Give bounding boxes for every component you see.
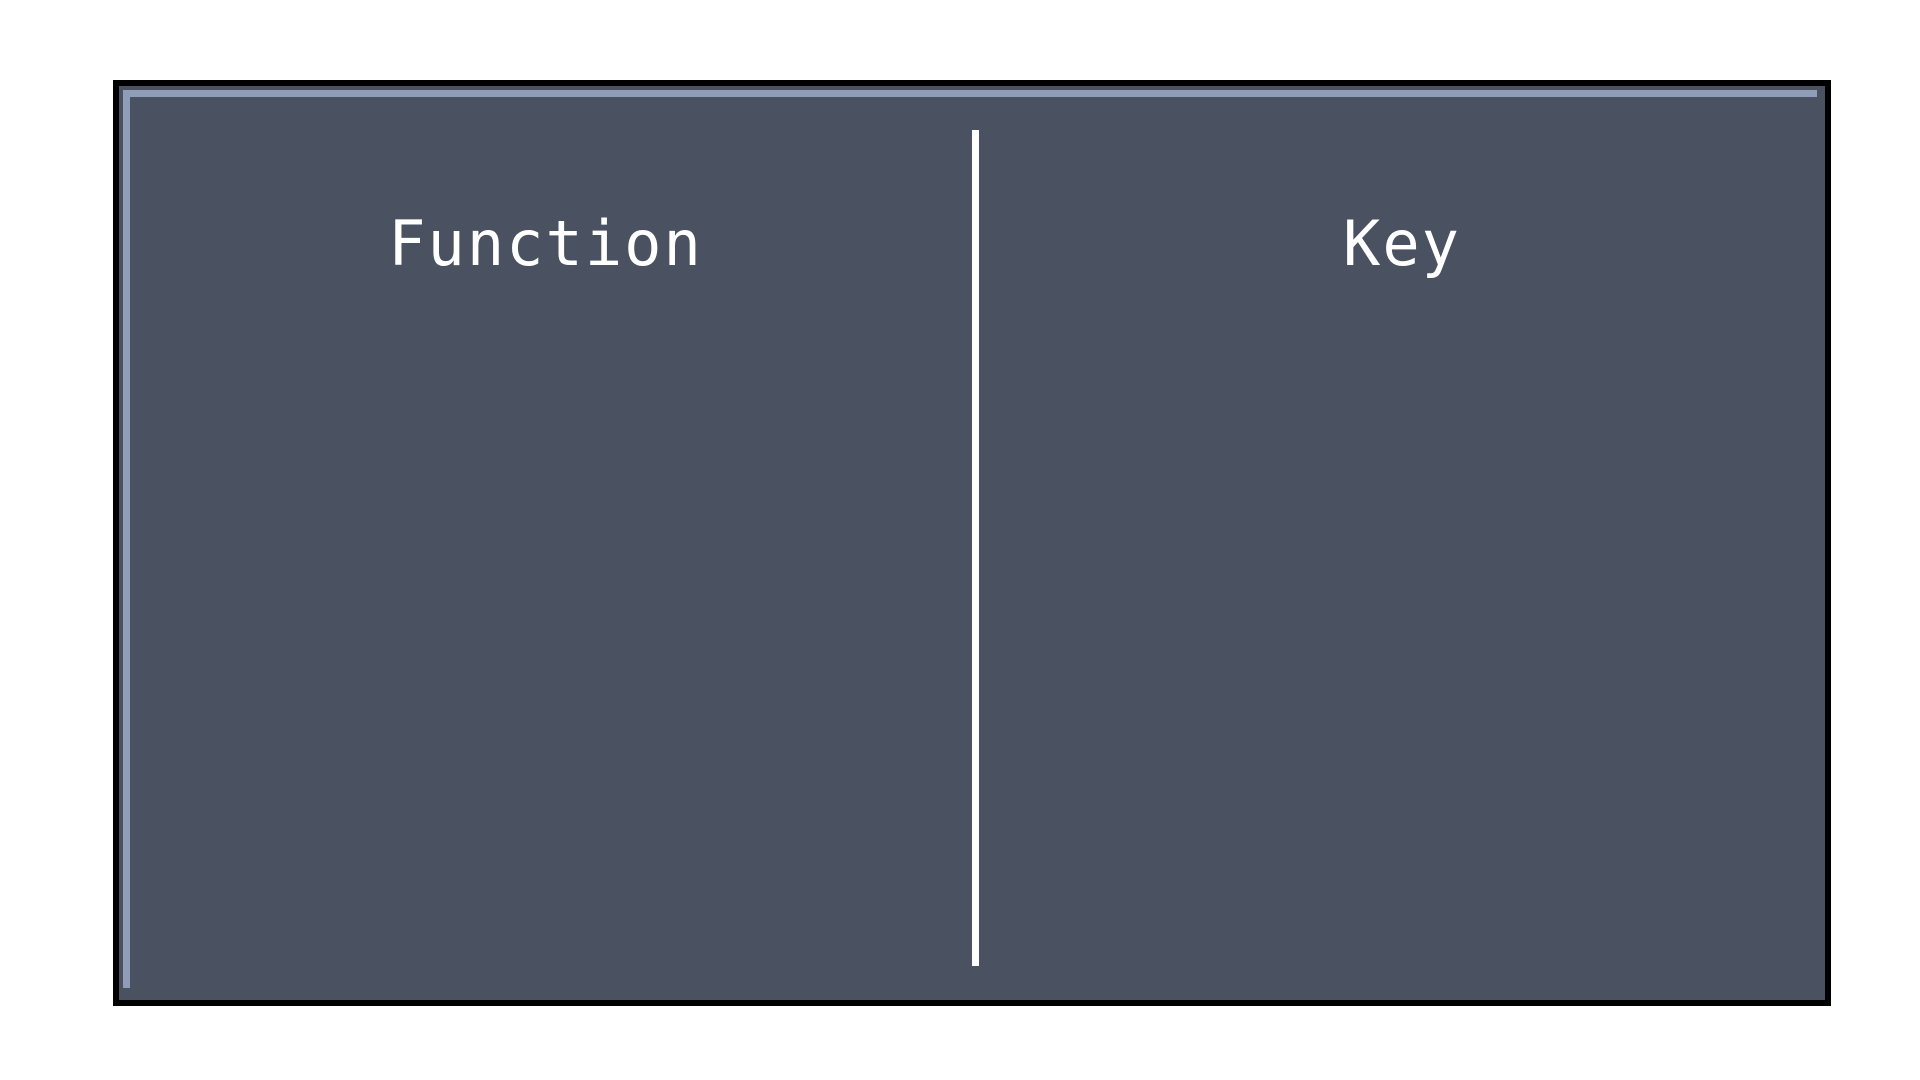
panel-top-highlight [127, 90, 1817, 97]
column-header-key: Key [1343, 207, 1461, 280]
column-divider [972, 130, 979, 966]
column-header-function: Function [388, 207, 703, 280]
panel-left-highlight [123, 90, 130, 988]
keybindings-panel: Function Key [113, 80, 1831, 1006]
